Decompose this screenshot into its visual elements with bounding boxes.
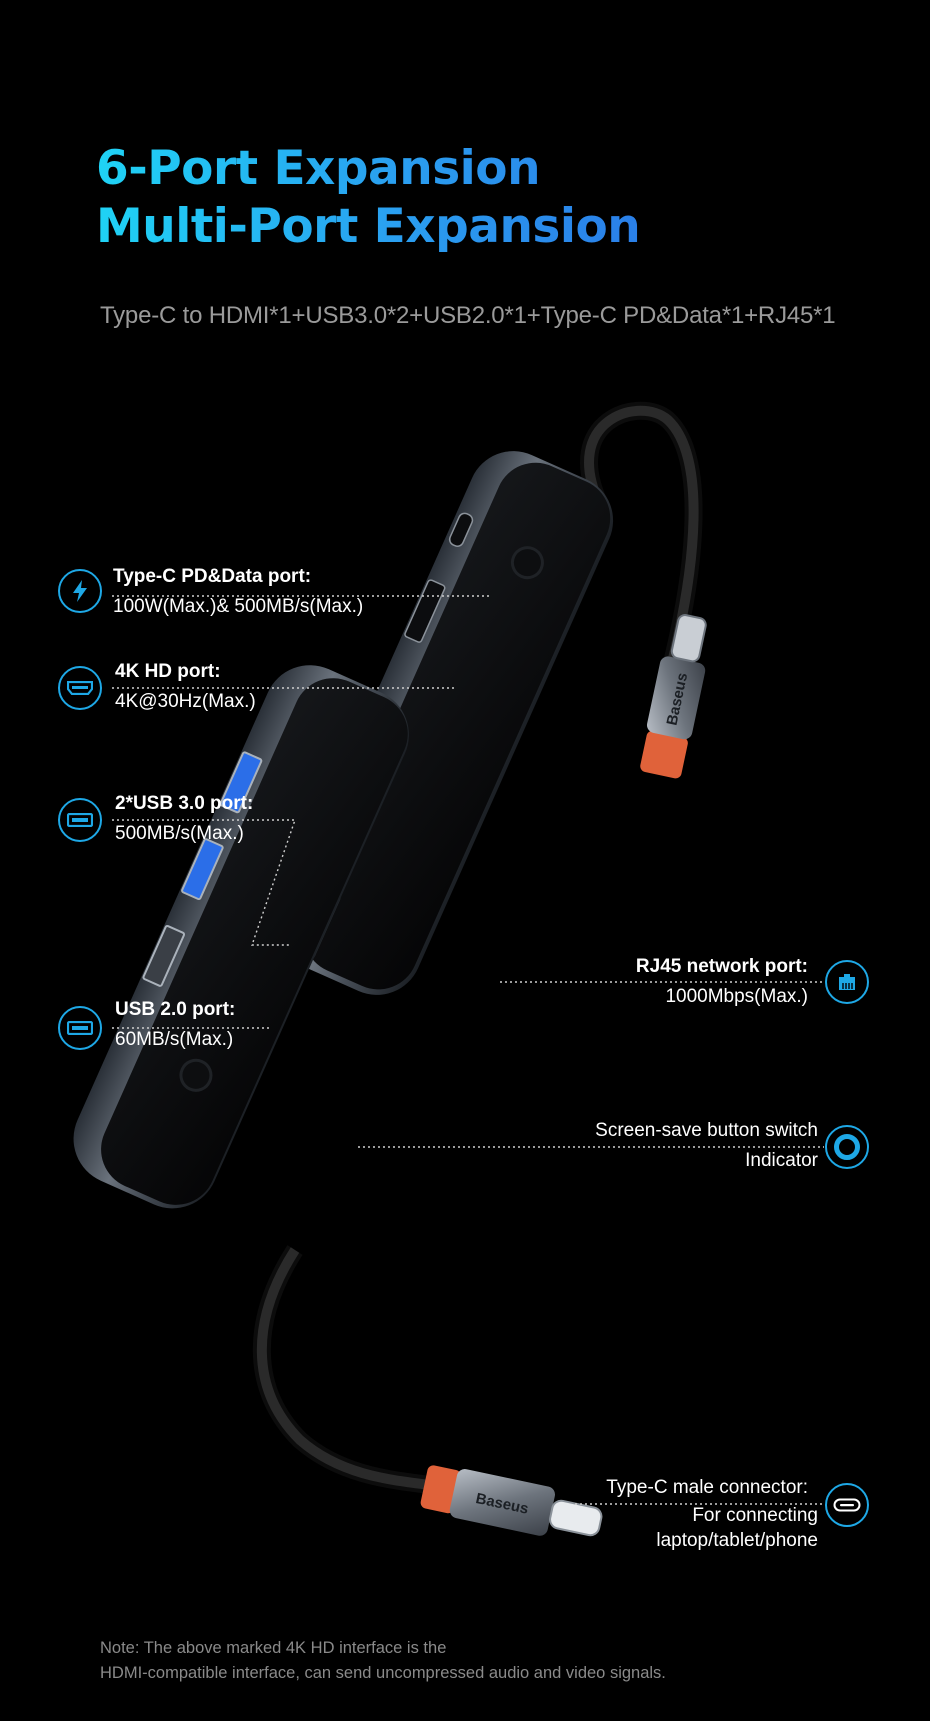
label-typec-pd-desc: 100W(Max.)& 500MB/s(Max.) <box>113 596 364 617</box>
label-screen-save: Screen-save button switch Indicator <box>595 1116 818 1176</box>
footnote: Note: The above marked 4K HD interface i… <box>100 1636 666 1686</box>
indicator-ring-icon <box>825 1125 869 1169</box>
label-rj45-title: RJ45 network port: <box>635 956 808 977</box>
label-typec-male: Type-C male connector: For connecting la… <box>606 1473 818 1553</box>
label-usb3-title: 2*USB 3.0 port: <box>115 793 254 814</box>
lower-hub <box>73 665 409 1209</box>
footnote-line-2: HDMI-compatible interface, can send unco… <box>100 1664 666 1682</box>
label-typec-pd-title: Type-C PD&Data port: <box>113 566 312 587</box>
label-usb2-desc: 60MB/s(Max.) <box>115 1029 234 1050</box>
lightning-icon <box>58 569 102 613</box>
label-rj45: RJ45 network port: 1000Mbps(Max.) <box>636 952 808 1012</box>
port-summary: Type-C to HDMI*1+USB3.0*2+USB2.0*1+Type-… <box>100 302 836 329</box>
label-usb2: USB 2.0 port: 60MB/s(Max.) <box>115 995 235 1055</box>
typec-icon <box>825 1483 869 1527</box>
label-typec-male-desc1: For connecting <box>692 1505 818 1526</box>
label-typec-pd: Type-C PD&Data port: 100W(Max.)& 500MB/s… <box>113 562 363 622</box>
label-4k-hd-desc: 4K@30Hz(Max.) <box>115 691 256 712</box>
label-rj45-desc: 1000Mbps(Max.) <box>665 986 808 1007</box>
ethernet-icon <box>825 960 869 1004</box>
bottom-typec-plug: Baseus <box>420 1465 603 1537</box>
usb3-icon <box>58 798 102 842</box>
label-screen-save-title: Screen-save button switch <box>595 1120 818 1141</box>
footnote-line-1: Note: The above marked 4K HD interface i… <box>100 1639 447 1657</box>
label-usb3-desc: 500MB/s(Max.) <box>115 823 244 844</box>
usb2-icon <box>58 1006 102 1050</box>
hdmi-icon <box>58 666 102 710</box>
label-screen-save-desc: Indicator <box>745 1150 818 1171</box>
label-typec-male-title: Type-C male connector: <box>606 1477 808 1498</box>
label-4k-hd-title: 4K HD port: <box>115 661 221 682</box>
top-typec-plug: Baseus <box>640 614 707 779</box>
label-usb3: 2*USB 3.0 port: 500MB/s(Max.) <box>115 789 253 849</box>
label-typec-male-desc2: laptop/tablet/phone <box>656 1530 818 1551</box>
label-4k-hd: 4K HD port: 4K@30Hz(Max.) <box>115 657 256 717</box>
label-usb2-title: USB 2.0 port: <box>115 999 236 1020</box>
